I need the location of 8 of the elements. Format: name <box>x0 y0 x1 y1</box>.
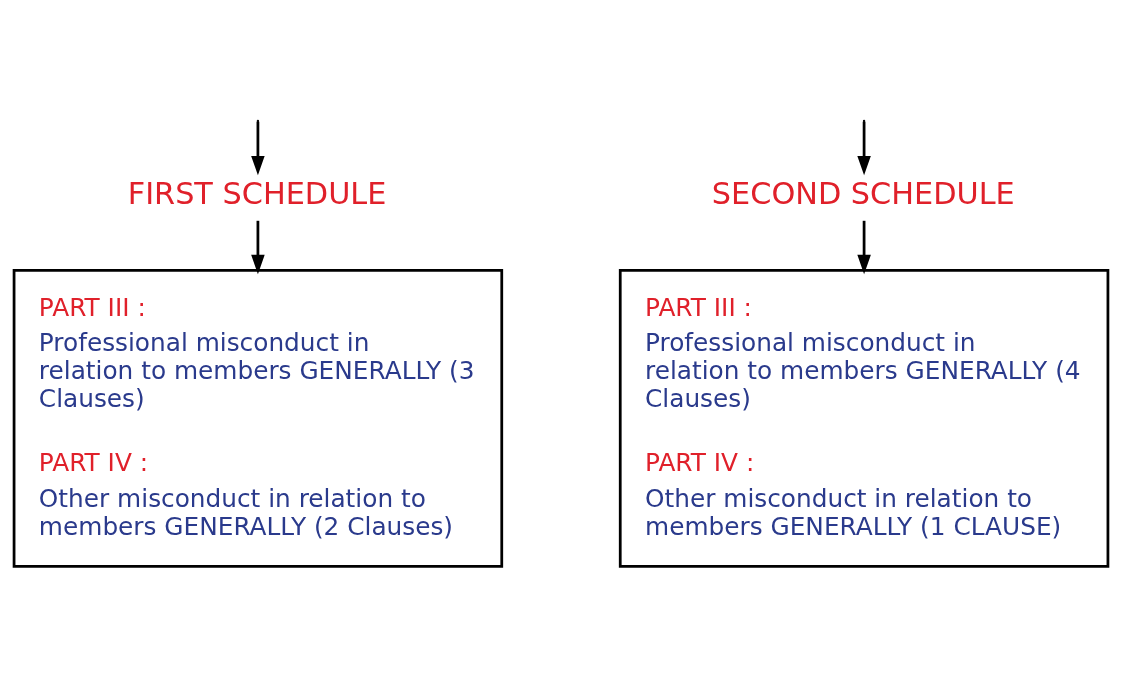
arrow <box>857 121 871 175</box>
node-box: PART III : Professional misconduct in relation to members GENERALLY (3 Clauses) PART IV : Other misconduct in relation to members GENERALLY (2 Clauses) <box>12 268 504 568</box>
node-text: FIRST SCHEDULE <box>127 175 387 211</box>
node-text: SECOND SCHEDULE <box>711 175 1015 211</box>
arrow <box>251 121 265 175</box>
node-box: PART III : Professional misconduct in relation to members GENERALLY (4 Clauses) PART IV : Other misconduct in relation to members GENERALLY (1 CLAUSE) <box>618 268 1110 568</box>
arrow <box>857 220 871 274</box>
arrow <box>251 220 265 274</box>
